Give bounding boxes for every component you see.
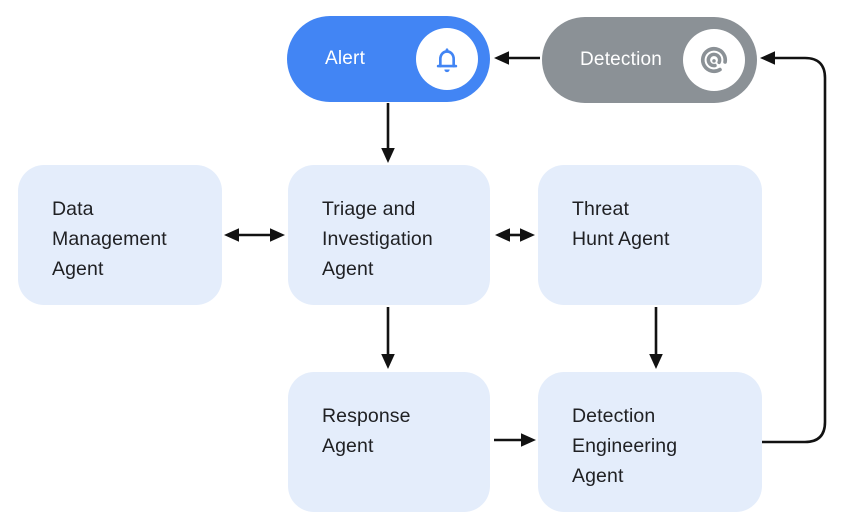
arrowhead-into-data xyxy=(224,228,239,242)
arrowhead-into-triage-left xyxy=(270,228,285,242)
detection-engineering-agent-label: Detection Engineering Agent xyxy=(572,405,678,487)
edge-deteng-to-detection xyxy=(762,56,827,444)
arrowhead-into-alert xyxy=(494,51,509,65)
data-management-agent-node: Data Management Agent xyxy=(18,165,222,305)
arrowhead-into-triage-right xyxy=(495,228,510,242)
edge-arrowheads xyxy=(224,51,775,447)
bell-icon xyxy=(416,28,478,90)
arrowhead-into-deteng-top xyxy=(649,354,663,369)
alert-node: Alert xyxy=(287,16,490,102)
detection-node: Detection xyxy=(542,17,757,103)
threat-hunt-agent-label: Threat Hunt Agent xyxy=(572,198,670,250)
arrowhead-into-detection xyxy=(760,51,775,65)
response-agent-label: Response Agent xyxy=(322,405,411,457)
response-agent-node: Response Agent xyxy=(288,372,490,512)
arrowhead-into-triage xyxy=(381,148,395,163)
alert-label: Alert xyxy=(325,48,366,69)
detection-engineering-agent-node: Detection Engineering Agent xyxy=(538,372,762,512)
arrowhead-into-response xyxy=(381,354,395,369)
triage-investigation-agent-node: Triage and Investigation Agent xyxy=(288,165,490,305)
triage-investigation-agent-label: Triage and Investigation Agent xyxy=(322,198,433,280)
threat-hunt-agent-node: Threat Hunt Agent xyxy=(538,165,762,305)
arrowhead-into-threat xyxy=(520,228,535,242)
detection-spiral-icon xyxy=(683,29,745,91)
data-management-agent-label: Data Management Agent xyxy=(52,198,167,280)
edge-lines xyxy=(238,56,827,444)
arrowhead-into-deteng-left xyxy=(521,433,536,447)
detection-label: Detection xyxy=(580,49,663,70)
